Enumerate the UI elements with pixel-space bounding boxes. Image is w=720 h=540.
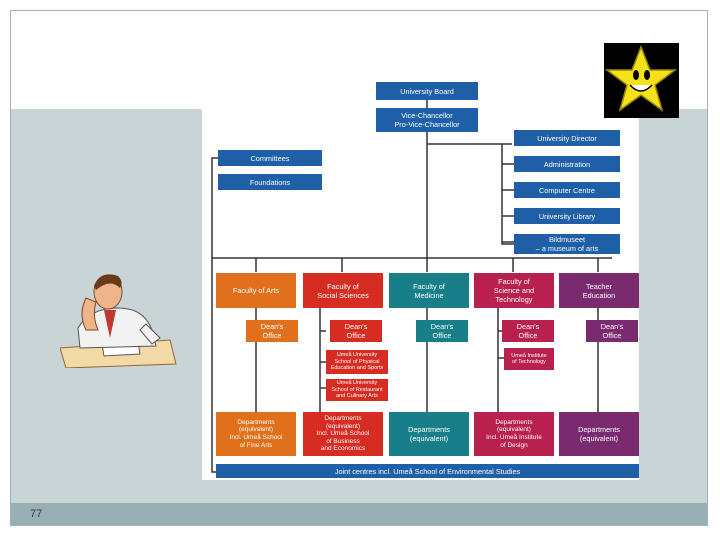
teacher-deans-office-box: Dean's Office bbox=[586, 320, 638, 342]
faculty-arts-box: Faculty of Arts bbox=[216, 273, 296, 308]
social-deans-office-box: Dean's Office bbox=[330, 320, 382, 342]
org-chart-connectors bbox=[211, 100, 612, 473]
medicine-departments-box: Departments (equivalent) bbox=[389, 412, 469, 456]
committees-box: Committees bbox=[218, 150, 322, 166]
school-physical-education-box: Umeå University School of Physical Educa… bbox=[326, 350, 388, 374]
university-board-box: University Board bbox=[376, 82, 478, 100]
teacher-education-box: Teacher Education bbox=[559, 273, 639, 308]
vice-chancellor-box: Vice-Chancellor Pro-Vice-Chancellor bbox=[376, 108, 478, 132]
social-departments-box: Departments (equivalent) Incl. Umeå Scho… bbox=[303, 412, 383, 456]
footer-bar bbox=[11, 503, 707, 525]
school-restaurant-culinary-box: Umeå University School of Restaurant and… bbox=[326, 379, 388, 401]
org-chart: University Board Vice-Chancellor Pro-Vic… bbox=[202, 76, 639, 480]
star-clipart-icon bbox=[604, 43, 679, 118]
computer-centre-box: Computer Centre bbox=[514, 182, 620, 198]
faculty-social-sciences-box: Faculty of Social Sciences bbox=[303, 273, 383, 308]
arts-deans-office-box: Dean's Office bbox=[246, 320, 298, 342]
slide-frame bbox=[10, 10, 708, 526]
administration-box: Administration bbox=[514, 156, 620, 172]
thinking-man-clipart-icon bbox=[59, 268, 178, 369]
university-library-box: University Library bbox=[514, 208, 620, 224]
university-director-box: University Director bbox=[514, 130, 620, 146]
faculty-medicine-box: Faculty of Medicine bbox=[389, 273, 469, 308]
joint-centres-box: Joint centres incl. Umeå School of Envir… bbox=[216, 464, 639, 478]
medicine-deans-office-box: Dean's Office bbox=[416, 320, 468, 342]
foundations-box: Foundations bbox=[218, 174, 322, 190]
teacher-departments-box: Departments (equivalent) bbox=[559, 412, 639, 456]
science-departments-box: Departments (equivalent) Incl. Umeå Inst… bbox=[474, 412, 554, 456]
page-number: 77 bbox=[30, 508, 43, 520]
science-deans-office-box: Dean's Office bbox=[502, 320, 554, 342]
faculty-science-technology-box: Faculty of Science and Technology bbox=[474, 273, 554, 308]
bildmuseet-box: Bildmuseet – a museum of arts bbox=[514, 234, 620, 254]
arts-departments-box: Departments (equivalent) Incl. Umeå Scho… bbox=[216, 412, 296, 456]
institute-technology-box: Umeå Institute of Technology bbox=[504, 348, 554, 370]
